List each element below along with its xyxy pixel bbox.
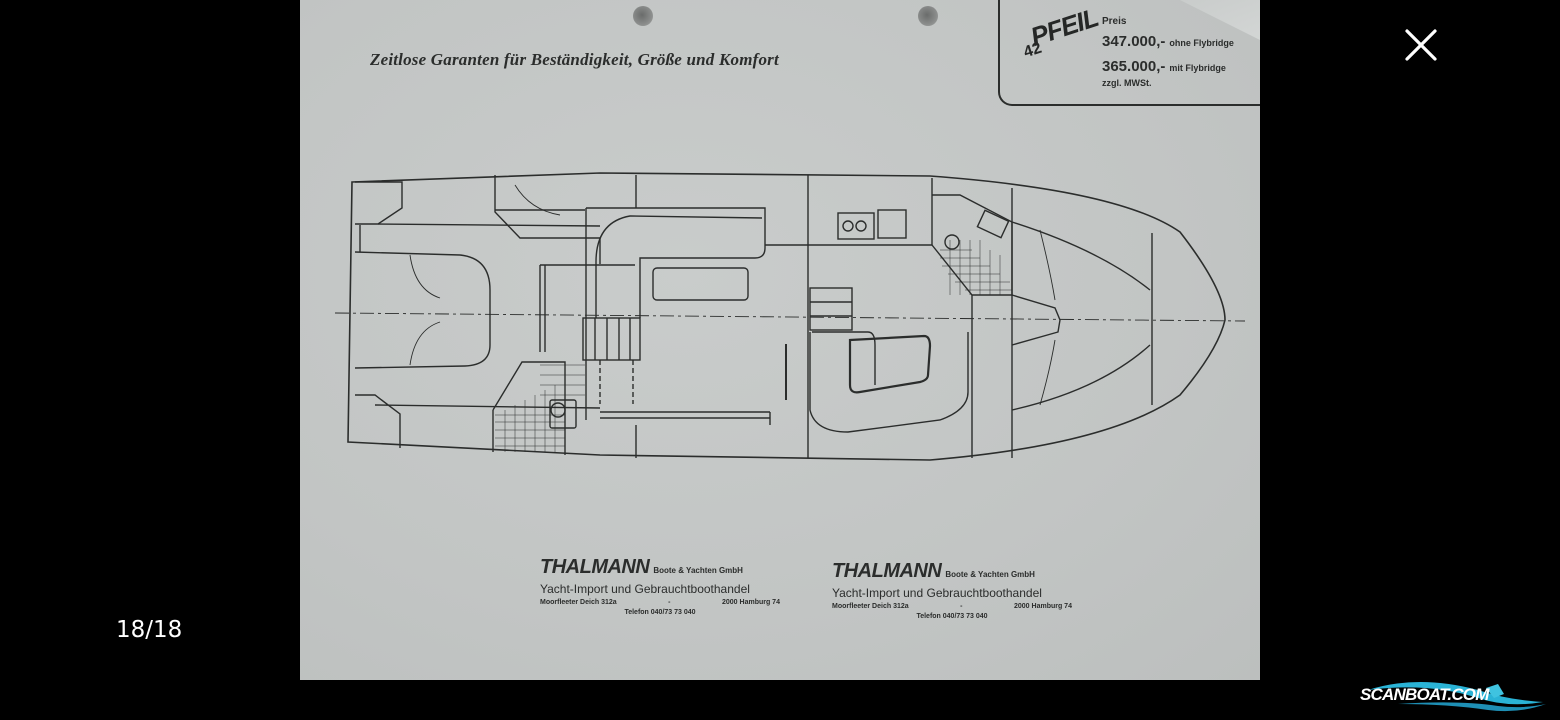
- document-headline: Zeitlose Garanten für Beständigkeit, Grö…: [370, 50, 779, 69]
- punch-hole: [633, 6, 653, 26]
- price-with-flybridge: 365.000,-mit Flybridge: [1102, 58, 1226, 75]
- close-button[interactable]: [1402, 26, 1440, 64]
- dealer-name: THALMANN: [540, 556, 650, 578]
- floor-plan-photo: Zeitlose Garanten für Beständigkeit, Grö…: [300, 0, 1260, 680]
- price-value: 347.000,-: [1102, 33, 1166, 50]
- dealer-name: THALMANN: [832, 560, 942, 582]
- wave-logo-icon: [1368, 682, 1546, 712]
- dealer-separator: -: [668, 599, 671, 606]
- dealer-phone: Telefon 040/73 73 040: [624, 609, 696, 616]
- punch-hole: [918, 6, 938, 26]
- price-box: [998, 0, 1260, 106]
- brand-text: SCANBOAT.COM: [1360, 685, 1489, 704]
- dealer-address-row: Moorfleeter Deich 312a - 2000 Hamburg 74: [540, 599, 780, 606]
- price-value: 365.000,-: [1102, 58, 1166, 75]
- price-without-flybridge: 347.000,-ohne Flybridge: [1102, 33, 1234, 50]
- dealer-subtitle: Boote & Yachten GmbH: [653, 566, 743, 575]
- dealer-subtitle: Boote & Yachten GmbH: [945, 570, 1035, 579]
- dealer-separator: -: [960, 603, 963, 610]
- boat-floor-plan: [334, 172, 1246, 461]
- price-note: mit Flybridge: [1169, 63, 1226, 73]
- dealer-address: Moorfleeter Deich 312a: [832, 603, 909, 610]
- close-icon: [1405, 29, 1437, 61]
- price-label: Preis: [1102, 16, 1127, 27]
- price-note: ohne Flybridge: [1169, 38, 1234, 48]
- image-counter: 18/18: [116, 617, 183, 643]
- dealer-tagline: Yacht-Import und Gebrauchtboothandel: [832, 586, 1042, 600]
- dealer-city: 2000 Hamburg 74: [1014, 603, 1072, 610]
- dealer-tagline: Yacht-Import und Gebrauchtboothandel: [540, 582, 750, 596]
- tax-note: zzgl. MWSt.: [1102, 78, 1152, 88]
- dealer-address-row: Moorfleeter Deich 312a - 2000 Hamburg 74: [832, 603, 1072, 610]
- dealer-phone: Telefon 040/73 73 040: [916, 613, 988, 620]
- scanboat-logo[interactable]: SCANBOAT.COM: [1358, 676, 1548, 716]
- dealer-address: Moorfleeter Deich 312a: [540, 599, 617, 606]
- dealer-city: 2000 Hamburg 74: [722, 599, 780, 606]
